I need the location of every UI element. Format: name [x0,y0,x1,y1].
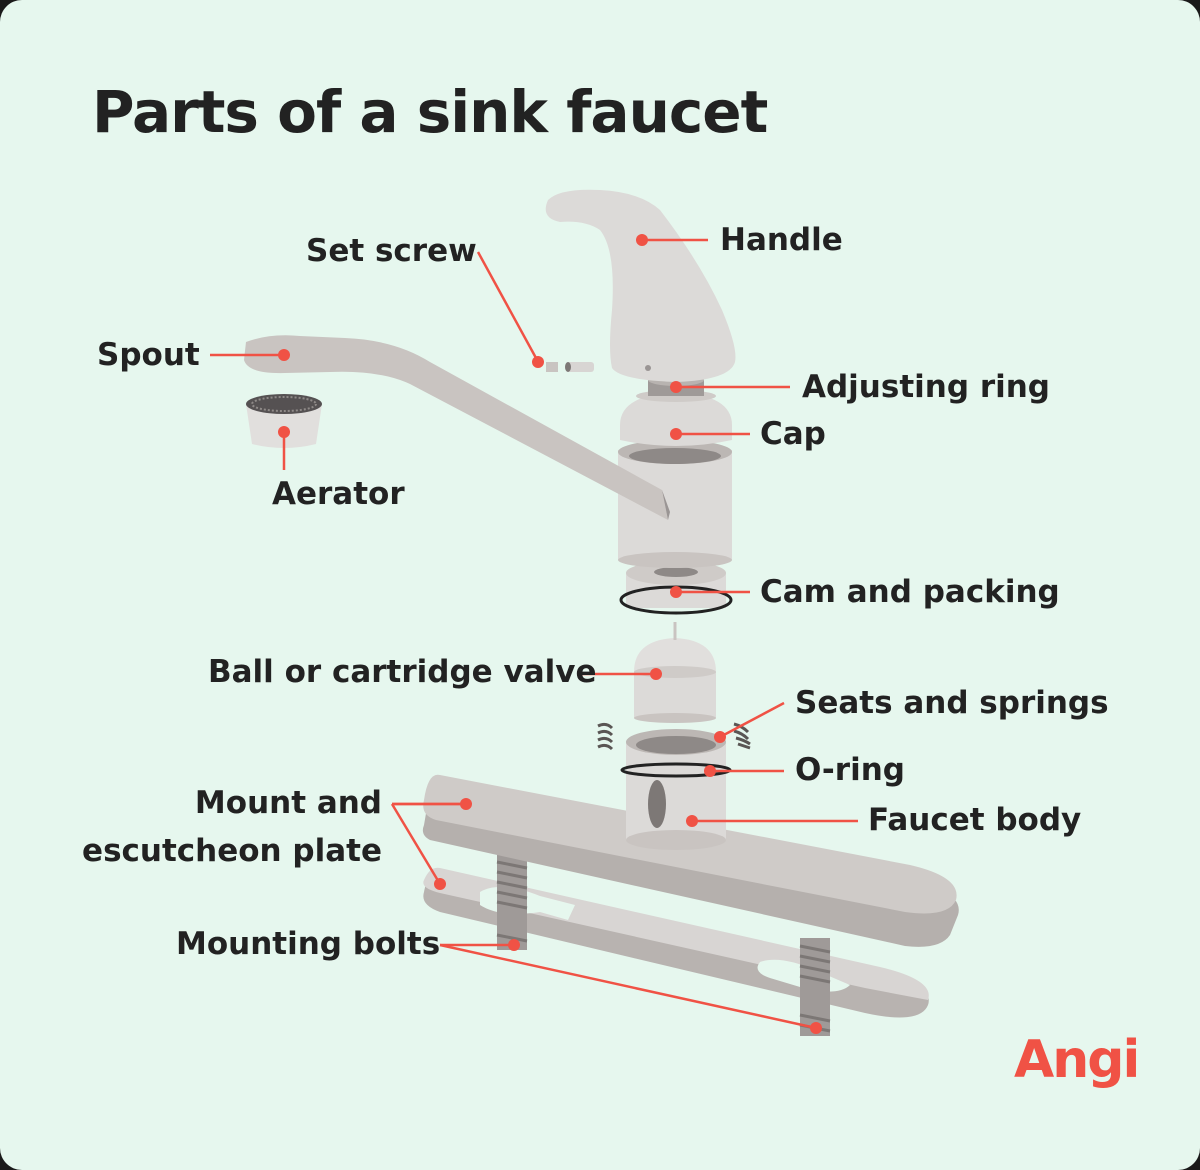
label-adjusting-ring: Adjusting ring [802,369,1050,405]
page-title: Parts of a sink faucet [92,78,768,146]
label-mounting-bolts: Mounting bolts [176,926,441,962]
handle [545,189,736,382]
mounting-bolt-left [496,855,528,950]
set-screw [546,362,594,372]
label-ball-or-cartridge-valve: Ball or cartridge valve [208,654,597,690]
spring-left [597,722,614,751]
label-cap: Cap [760,416,826,452]
label-mount-and-escutcheon-plate: Mount and escutcheon plate [82,785,382,870]
angi-logo: Angi [1014,1030,1140,1090]
ball-cartridge-valve [634,622,716,723]
faucet-body [620,729,732,850]
label-spout: Spout [97,337,200,373]
label-handle: Handle [720,222,843,258]
label-o-ring: O-ring [795,752,905,788]
spring-right [733,722,751,750]
label-set-screw: Set screw [306,233,477,269]
label-faucet-body: Faucet body [868,802,1082,838]
label-seats-and-springs: Seats and springs [795,685,1109,721]
leader-dots [278,234,822,1034]
mounting-bolt-right [799,938,831,1036]
label-aerator: Aerator [272,476,405,512]
leader-lines [210,238,858,1030]
label-cam-and-packing: Cam and packing [760,574,1060,610]
